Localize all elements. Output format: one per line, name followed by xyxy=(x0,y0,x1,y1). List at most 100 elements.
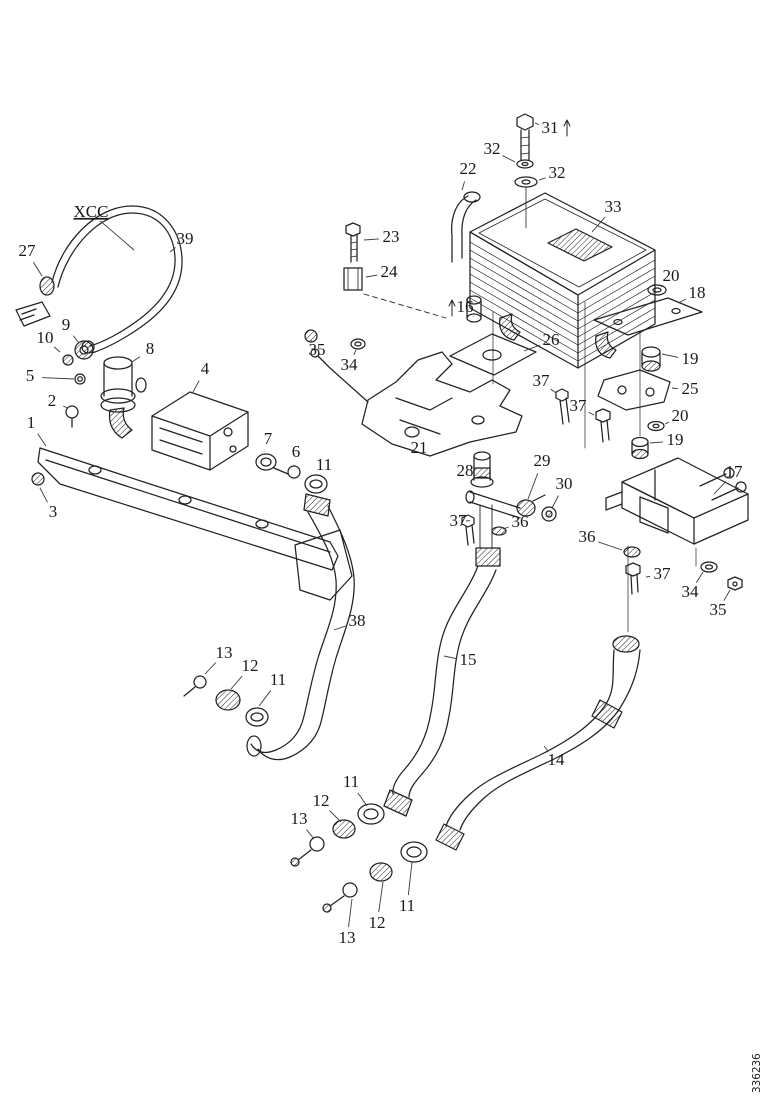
callout-34: 34 xyxy=(341,355,359,374)
leader-line xyxy=(677,298,687,304)
callout-35: 35 xyxy=(309,340,326,359)
diagram-artwork xyxy=(15,113,749,913)
callout-4: 4 xyxy=(201,359,210,378)
callout-30: 30 xyxy=(556,474,573,493)
callout-39: 39 xyxy=(177,229,194,248)
callout-21: 21 xyxy=(411,438,428,457)
mounting-bracket-1 xyxy=(31,447,353,601)
leader-line xyxy=(443,655,457,659)
callout-17: 17 xyxy=(726,462,744,481)
callout-10: 10 xyxy=(37,328,54,347)
leader-line xyxy=(365,274,378,278)
callout-11: 11 xyxy=(316,455,332,474)
oil-cooler-33 xyxy=(450,113,656,369)
callout-9: 9 xyxy=(62,315,71,334)
sensor-valve-28 xyxy=(461,451,557,567)
leader-line xyxy=(99,220,135,251)
callout-19: 19 xyxy=(682,349,699,368)
callout-1: 1 xyxy=(27,413,36,432)
support-bracket-21 xyxy=(304,329,523,457)
leader-line xyxy=(39,487,48,503)
leader-line xyxy=(661,353,679,358)
leader-line xyxy=(41,377,75,380)
callout-23: 23 xyxy=(383,227,400,246)
leader-line xyxy=(523,344,540,352)
callout-20: 20 xyxy=(663,266,680,285)
leader-line xyxy=(192,380,200,393)
mount-block-4 xyxy=(151,391,249,471)
leader-line xyxy=(72,335,79,343)
leader-line xyxy=(306,829,315,840)
leader-line xyxy=(695,571,704,584)
callout-12: 12 xyxy=(242,656,259,675)
callout-18: 18 xyxy=(689,283,706,302)
callout-35: 35 xyxy=(710,600,727,619)
leader-line xyxy=(378,881,384,913)
callout-15: 15 xyxy=(460,650,477,669)
hose-14-assembly xyxy=(322,635,641,913)
leader-line xyxy=(660,285,663,288)
leader-line xyxy=(363,238,380,241)
callout-layer: XCC2739109852134761123241635342126372231… xyxy=(19,118,744,947)
callout-26: 26 xyxy=(543,330,560,349)
leader-line xyxy=(348,898,353,928)
leader-line xyxy=(502,155,516,163)
leader-line xyxy=(723,589,731,601)
leader-line xyxy=(527,473,539,500)
callout-19: 19 xyxy=(667,430,684,449)
callout-12: 12 xyxy=(313,791,330,810)
plate-26-assembly xyxy=(448,295,641,449)
leader-line xyxy=(53,346,61,353)
leader-line xyxy=(649,441,664,444)
callout-16: 16 xyxy=(457,297,474,316)
callout-5: 5 xyxy=(26,366,35,385)
leader-line xyxy=(461,181,465,191)
callout-27: 27 xyxy=(19,241,37,260)
leader-line xyxy=(713,481,727,495)
hardware-23-24 xyxy=(343,222,447,319)
leader-line xyxy=(310,340,313,343)
hose-15-assembly xyxy=(290,565,497,867)
leader-line xyxy=(333,625,346,631)
callout-34: 34 xyxy=(682,582,700,601)
callout-31: 31 xyxy=(542,118,559,137)
callout-6: 6 xyxy=(292,442,301,461)
bracket-17-assembly xyxy=(605,457,749,633)
callout-13: 13 xyxy=(291,809,308,828)
callout-22: 22 xyxy=(460,159,477,178)
leader-line xyxy=(32,261,43,277)
leader-line xyxy=(671,387,679,390)
leader-line xyxy=(131,356,141,363)
leader-line xyxy=(645,576,651,578)
callout-32: 32 xyxy=(484,139,501,158)
callout-37: 37 xyxy=(654,564,672,583)
callout-25: 25 xyxy=(682,379,699,398)
callout-37: 37 xyxy=(533,371,551,390)
callout-37: 37 xyxy=(450,511,468,530)
callout-28: 28 xyxy=(457,461,474,480)
leader-line xyxy=(37,433,47,447)
callout-11: 11 xyxy=(399,896,415,915)
callout-32: 32 xyxy=(549,163,566,182)
callout-36: 36 xyxy=(512,512,529,531)
leader-line xyxy=(543,745,549,752)
callout-13: 13 xyxy=(216,643,233,662)
callout-36: 36 xyxy=(579,527,596,546)
leader-line xyxy=(407,861,413,896)
callout-20: 20 xyxy=(672,406,689,425)
valve-assembly-left xyxy=(62,340,147,439)
leader-line xyxy=(63,405,69,409)
leader-line xyxy=(664,421,670,425)
callout-14: 14 xyxy=(548,750,566,769)
leader-line xyxy=(502,526,509,530)
callout-13: 13 xyxy=(339,928,356,947)
callout-3: 3 xyxy=(49,502,58,521)
leader-line xyxy=(204,662,217,675)
callout-8: 8 xyxy=(146,339,155,358)
leader-line xyxy=(551,495,559,509)
callout-29: 29 xyxy=(534,451,551,470)
callout-12: 12 xyxy=(369,913,386,932)
callout-2: 2 xyxy=(48,391,57,410)
